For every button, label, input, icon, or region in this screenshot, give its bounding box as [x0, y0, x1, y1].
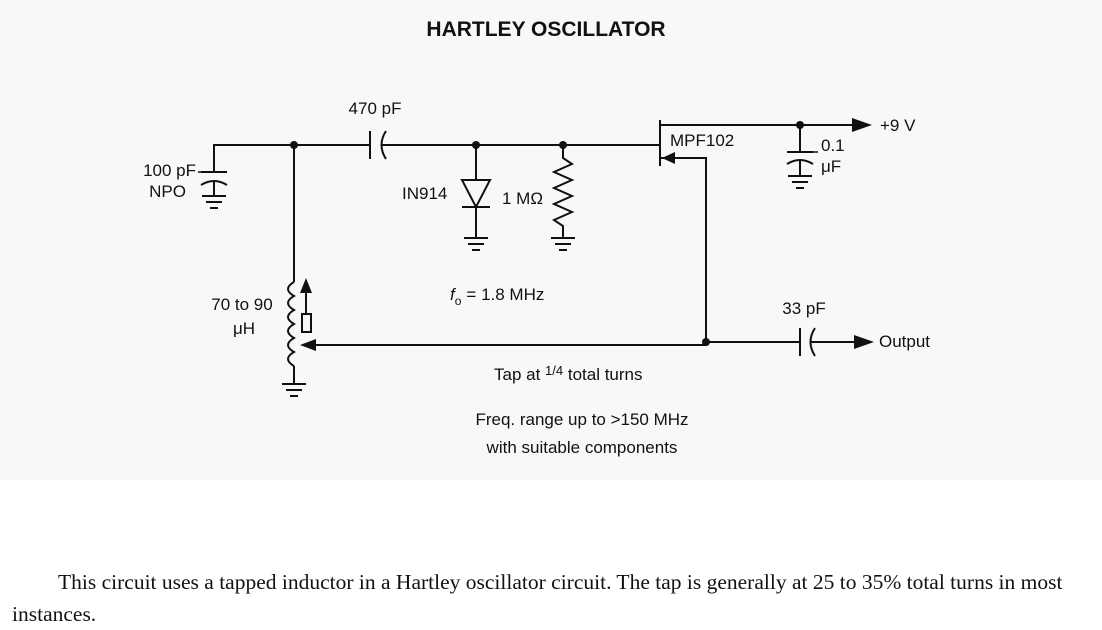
fet-mpf102-symbol [659, 120, 800, 342]
output-label: Output [879, 332, 930, 351]
diode-label: IN914 [402, 184, 447, 203]
capacitor-100pf-label: 100 pF [143, 161, 196, 180]
hartley-oscillator-schematic: HARTLEY OSCILLATOR 100 pF NPO 470 pF IN9… [143, 18, 930, 457]
tap-note-suffix: total turns [563, 365, 642, 384]
schematic-figure: HARTLEY OSCILLATOR 100 pF NPO 470 pF IN9… [143, 18, 931, 457]
capacitor-470pf-label: 470 pF [349, 99, 402, 118]
inductor-tapped-symbol [282, 145, 312, 397]
fet-label: MPF102 [670, 131, 734, 150]
capacitor-100pf-symbol [200, 144, 294, 209]
tap-note: Tap at 1/4 total turns [494, 363, 643, 384]
capacitor-470pf-symbol [294, 130, 476, 160]
capacitor-01uf-label: 0.1 [821, 136, 845, 155]
frequency-symbol: f [450, 285, 457, 304]
frequency-subscript: o [455, 294, 462, 308]
resistor-label: 1 MΩ [502, 189, 543, 208]
diagram-title: HARTLEY OSCILLATOR [426, 18, 665, 41]
frequency-label: fo = 1.8 MHz [450, 285, 544, 308]
range-note-line1: Freq. range up to >150 MHz [475, 410, 688, 429]
tap-note-prefix: Tap at [494, 365, 545, 384]
frequency-value: = 1.8 MHz [466, 285, 544, 304]
body-paragraph: This circuit uses a tapped inductor in a… [12, 569, 1063, 626]
resistor-1mohm-symbol [551, 145, 575, 251]
supply-rail [796, 118, 872, 132]
tap-note-fraction: 1/4 [545, 363, 563, 378]
capacitor-01uf-symbol [786, 125, 818, 189]
inductor-label: 70 to 90 [211, 295, 272, 314]
inductor-unit-label: μH [233, 319, 255, 338]
tap-wire [300, 338, 710, 351]
capacitor-33pf-label: 33 pF [782, 299, 825, 318]
capacitor-100pf-type-label: NPO [149, 182, 186, 201]
supply-label: +9 V [880, 116, 916, 135]
capacitor-01uf-unit-label: μF [821, 157, 841, 176]
capacitor-33pf-symbol [706, 327, 874, 357]
diode-in914-symbol [460, 145, 492, 251]
range-note-line2: with suitable components [486, 438, 678, 457]
